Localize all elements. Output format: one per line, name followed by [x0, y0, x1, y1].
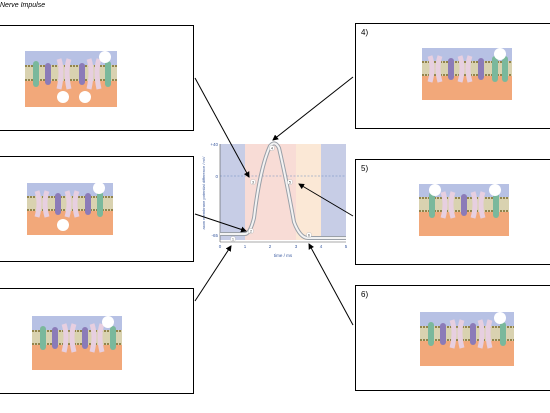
- svg-text:4: 4: [271, 147, 273, 151]
- arrow-panel-6: [308, 243, 354, 326]
- repolarisation-band: [296, 144, 321, 240]
- stage-marker: 4: [269, 145, 275, 151]
- arrow-panel-1: [194, 77, 250, 178]
- stage-marker: 2: [248, 228, 254, 234]
- resting-band: [321, 144, 346, 240]
- panel-3: [0, 288, 194, 394]
- stage-marker: 5: [287, 179, 293, 185]
- panel-4: 4): [355, 23, 550, 129]
- arrow-panel-4: [272, 76, 354, 141]
- arrow-panel-5: [298, 183, 354, 217]
- x-tick-label: 2: [269, 244, 272, 249]
- panel-6: 6): [355, 285, 550, 391]
- y-tick-label: -65: [211, 233, 218, 238]
- membrane-illustration: [25, 51, 117, 107]
- panel-5: 5): [355, 159, 550, 265]
- x-tick-label: 5: [345, 244, 348, 249]
- potential-trace-inner: [220, 142, 346, 239]
- membrane-illustration: [420, 312, 514, 366]
- panel-number: 4): [361, 28, 369, 37]
- svg-text:5: 5: [289, 181, 291, 185]
- membrane-illustration: [422, 48, 512, 100]
- panel-2: [0, 156, 194, 262]
- panel-1: [0, 25, 194, 131]
- y-tick-label: 0: [215, 174, 218, 179]
- x-tick-label: 0: [219, 244, 222, 249]
- panel-number: 5): [361, 164, 369, 173]
- svg-text:2: 2: [250, 230, 252, 234]
- x-tick-label: 3: [295, 244, 298, 249]
- panel-number: 6): [361, 290, 369, 299]
- membrane-illustration: [32, 316, 122, 370]
- x-tick-label: 1: [244, 244, 247, 249]
- page-title: Nerve Impulse: [0, 2, 46, 9]
- membrane-illustration: [419, 184, 509, 236]
- stage-marker: 6: [306, 232, 312, 238]
- stage-marker: 1: [230, 236, 236, 242]
- arrow-panel-2: [194, 213, 247, 233]
- y-tick-label: +40: [210, 142, 218, 147]
- svg-text:6: 6: [308, 234, 310, 238]
- svg-text:1: 1: [232, 238, 234, 242]
- x-axis-label: time / ms: [274, 253, 293, 258]
- stage-marker: 3: [250, 179, 256, 185]
- membrane-illustration: [27, 183, 113, 235]
- y-axis-label: axon membrane potential difference / mV: [201, 156, 206, 229]
- x-tick-label: 4: [320, 244, 323, 249]
- action-potential-graph: +40 0 -65 0 1 2 3 4 5 time / ms axon mem…: [201, 141, 348, 258]
- svg-text:3: 3: [252, 181, 254, 185]
- arrow-panel-3: [194, 245, 232, 302]
